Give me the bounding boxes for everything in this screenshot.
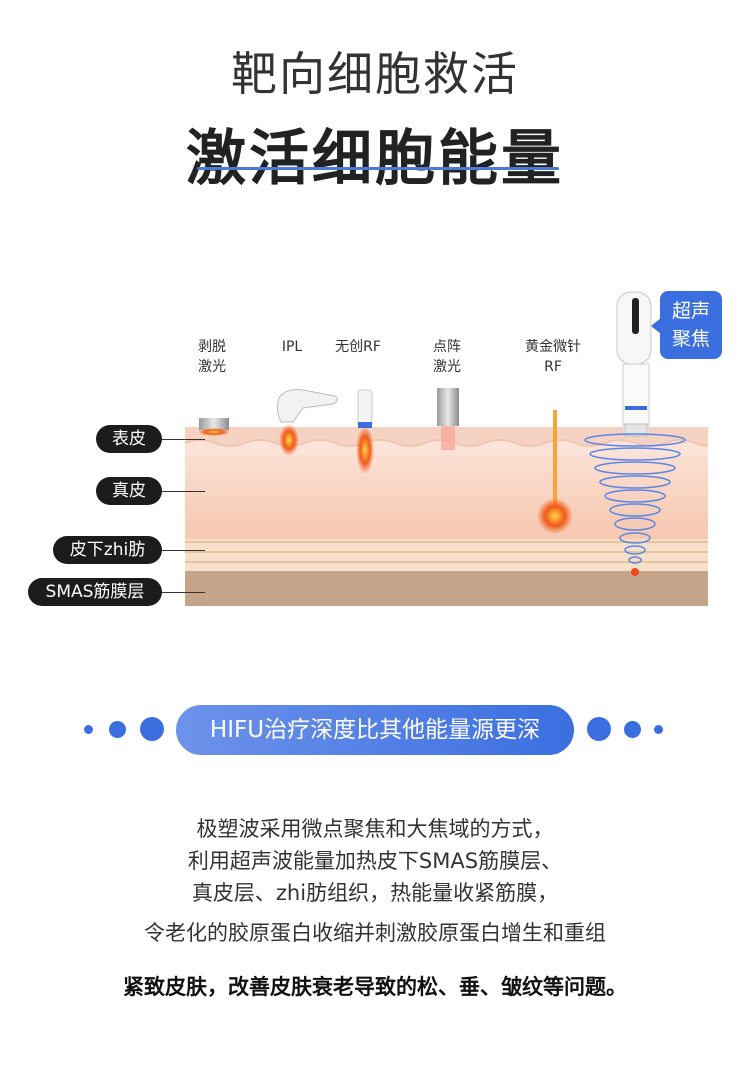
fractional-laser-device — [437, 388, 459, 450]
decor-dot — [587, 717, 611, 741]
smas-layer — [185, 571, 708, 606]
decor-dot — [84, 725, 93, 734]
description-line: 令老化的胶原蛋白收缩并刺激胶原蛋白增生和重组 — [144, 921, 606, 945]
page-title: 激活细胞能量 — [186, 124, 564, 194]
device-label-microneedle-rf: 黄金微针 RF — [525, 339, 581, 375]
focal-point — [631, 568, 639, 576]
decor-dot — [654, 725, 663, 734]
decor-dot — [140, 717, 164, 741]
ultrasound-waves — [584, 433, 686, 564]
device-label-fractional-laser: 点阵 激光 — [433, 339, 461, 375]
bubble-tail — [651, 318, 661, 334]
subtitle: 靶向细胞救活 — [231, 47, 519, 101]
conclusion-text: 紧致皮肤，改善皮肤衰老导致的松、垂、皱纹等问题。 — [123, 975, 627, 999]
description-line: 利用超声波能量加热皮下SMAS筋膜层、 — [187, 849, 563, 873]
tag-subcutaneous-fat: 皮下zhi肪 — [53, 536, 162, 564]
depth-banner: HIFU治疗深度比其他能量源更深 — [176, 705, 574, 755]
ipl-device — [276, 389, 339, 456]
device-label-ipl: IPL — [281, 339, 303, 355]
ablative-laser-device — [198, 418, 230, 436]
tag-epidermis: 表皮 — [96, 425, 162, 453]
tag-dermis: 真皮 — [96, 477, 162, 505]
description-line: 极塑波采用微点聚焦和大焦域的方式， — [196, 817, 554, 841]
rf-device — [356, 389, 374, 474]
hifu-device — [616, 291, 652, 437]
fat-layer — [185, 539, 708, 571]
title-underline — [197, 167, 559, 170]
hifu-bubble: 超声 聚焦 — [660, 291, 722, 359]
device-illustrations — [198, 291, 686, 576]
device-label-rf: 无创RF — [335, 339, 381, 355]
microneedle-rf-device — [537, 410, 573, 534]
decor-dot — [109, 721, 126, 738]
skin-diagram — [185, 427, 708, 606]
description-line: 真皮层、zhi肪组织，热能量收紧筋膜， — [191, 881, 559, 905]
decor-dot — [624, 721, 641, 738]
device-label-ablative-laser: 剥脱 激光 — [198, 339, 226, 375]
tag-smas: SMAS筋膜层 — [28, 578, 162, 606]
